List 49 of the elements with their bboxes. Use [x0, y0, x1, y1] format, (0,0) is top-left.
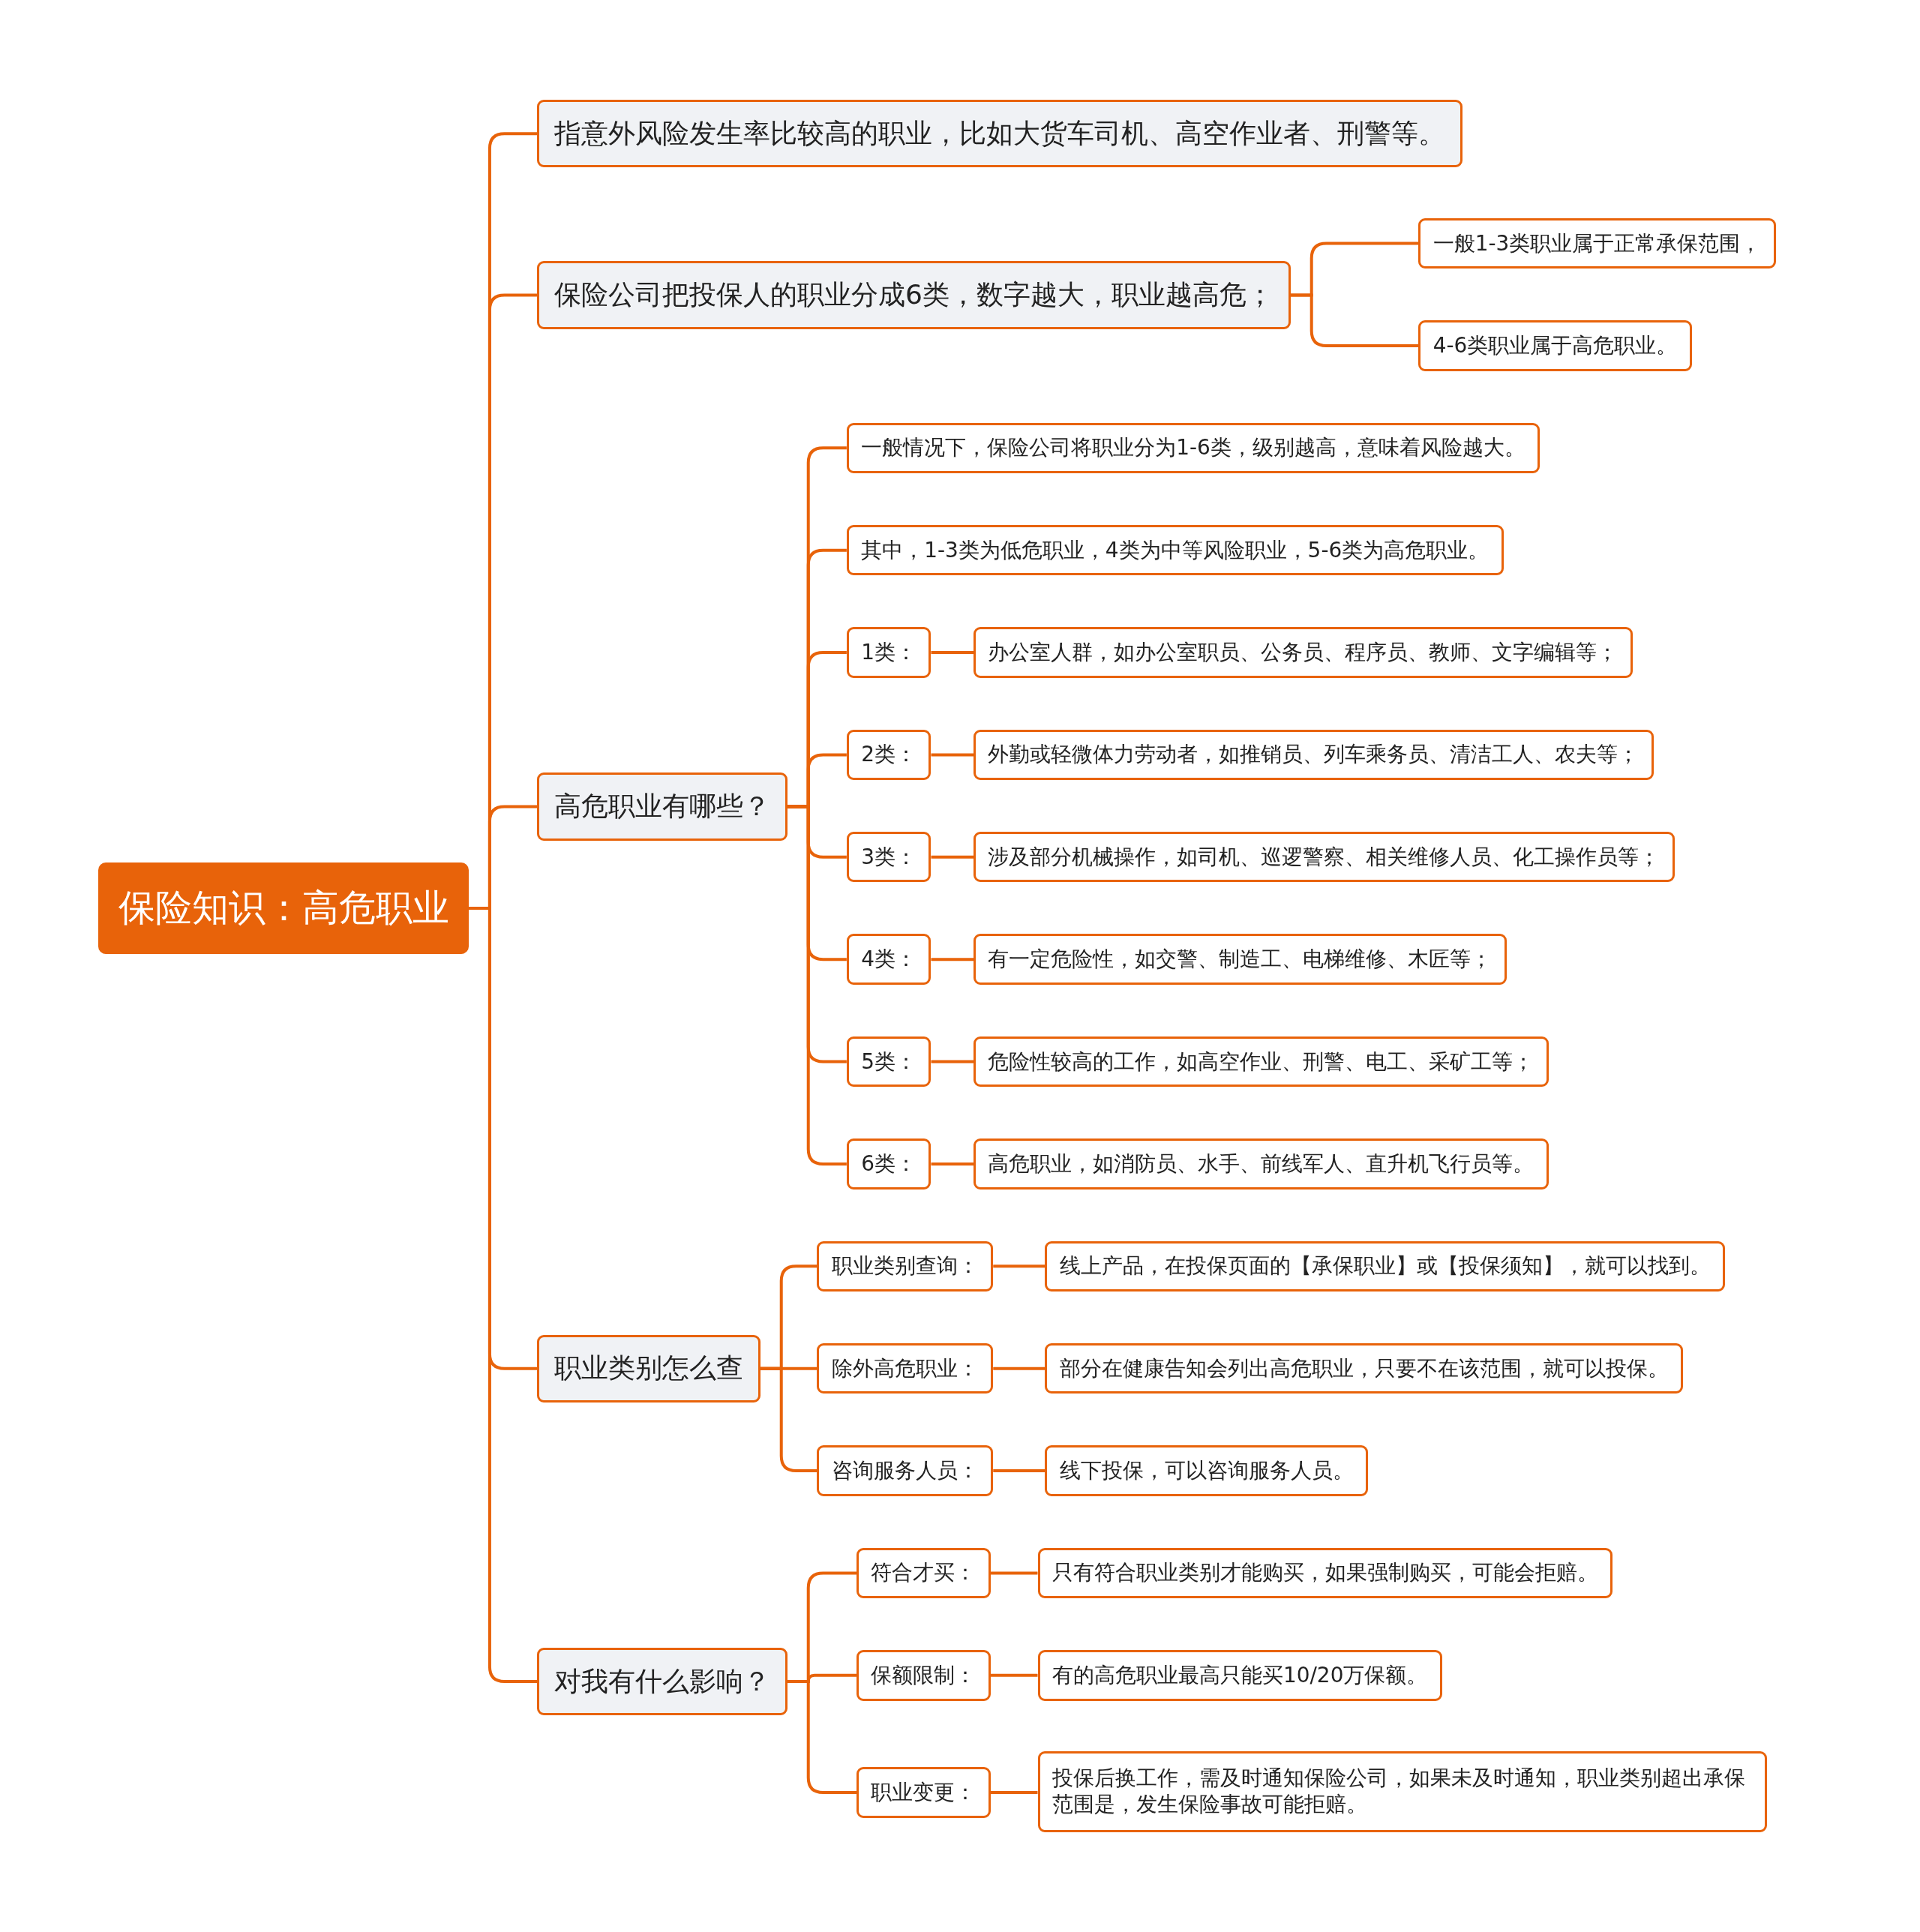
topic-box: 指意外风险发生率比较高的职业，比如大货车司机、高空作业者、刑警等。 [537, 100, 1462, 168]
central-topic-box: 保险知识：高危职业 [98, 862, 469, 954]
subtopic-box: 5类： [846, 1036, 932, 1088]
subtopic-box: 保额限制： [856, 1650, 991, 1701]
connector-line [993, 1469, 1046, 1473]
connector-line [990, 1790, 1038, 1794]
subtopic-box: 投保后换工作，需及时通知保险公司，如果未及时通知，职业类别超出承保范围是，发生保险事故可能拒赔。 [1037, 1750, 1768, 1833]
topic-box: 保险公司把投保人的职业分成6类，数字越大，职业越高危； [537, 261, 1291, 329]
connector-line [787, 1680, 856, 1794]
subtopic-box: 一般1-3类职业属于正常承保范围， [1418, 218, 1776, 269]
subtopic-box: 高危职业，如消防员、水手、前线军人、直升机飞行员等。 [974, 1138, 1549, 1190]
subtopic-box: 其中，1-3类为低危职业，4类为中等风险职业，5-6类为高危职业。 [846, 524, 1504, 576]
subtopic-box: 有的高危职业最高只能买10/20万保额。 [1037, 1650, 1442, 1701]
subtopic-box: 符合才买： [856, 1547, 991, 1599]
connector-line [993, 1264, 1046, 1268]
connector-line [931, 1060, 974, 1064]
subtopic-box: 涉及部分机械操作，如司机、巡逻警察、相关维修人员、化工操作员等； [974, 832, 1675, 883]
connector-line [931, 1162, 974, 1166]
connector-line [931, 958, 974, 962]
subtopic-box: 4-6类职业属于高危职业。 [1418, 320, 1692, 371]
subtopic-box: 职业变更： [856, 1767, 991, 1818]
connector-line [1290, 293, 1419, 347]
subtopic-box: 有一定危险性，如交警、制造工、电梯维修、木匠等； [974, 934, 1507, 985]
connector-line [990, 1571, 1038, 1575]
subtopic-box: 只有符合职业类别才能购买，如果强制购买，可能会拒赔。 [1037, 1547, 1613, 1599]
subtopic-box: 部分在健康告知会列出高危职业，只要不在该范围，就可以投保。 [1045, 1343, 1684, 1394]
subtopic-box: 危险性较高的工作，如高空作业、刑警、电工、采矿工等； [974, 1036, 1549, 1088]
connector-line [993, 1366, 1046, 1370]
subtopic-box: 办公室人群，如办公室职员、公务员、程序员、教师、文字编辑等； [974, 627, 1633, 678]
subtopic-box: 1类： [846, 627, 932, 678]
subtopic-box: 6类： [846, 1138, 932, 1190]
subtopic-box: 职业类别查询： [817, 1240, 994, 1292]
subtopic-box: 除外高危职业： [817, 1343, 994, 1394]
topic-box: 高危职业有哪些？ [537, 772, 788, 841]
subtopic-box: 咨询服务人员： [817, 1445, 994, 1496]
subtopic-box: 线下投保，可以咨询服务人员。 [1045, 1445, 1369, 1496]
connector-line [760, 1366, 818, 1473]
subtopic-box: 线上产品，在投保页面的【承保职业】或【投保须知】，就可以找到。 [1045, 1240, 1726, 1292]
topic-box: 对我有什么影响？ [537, 1647, 788, 1716]
connector-line [931, 753, 974, 757]
subtopic-box: 4类： [846, 934, 932, 985]
topic-box: 职业类别怎么查 [537, 1334, 760, 1402]
subtopic-box: 外勤或轻微体力劳动者，如推销员、列车乘务员、清洁工人、农夫等； [974, 729, 1654, 781]
subtopic-box: 一般情况下，保险公司将职业分为1-6类，级别越高，意味着风险越大。 [846, 422, 1540, 473]
connector-line [931, 651, 974, 654]
subtopic-box: 3类： [846, 832, 932, 883]
subtopic-box: 2类： [846, 729, 932, 781]
connector-line [990, 1673, 1038, 1677]
connector-line [931, 855, 974, 859]
